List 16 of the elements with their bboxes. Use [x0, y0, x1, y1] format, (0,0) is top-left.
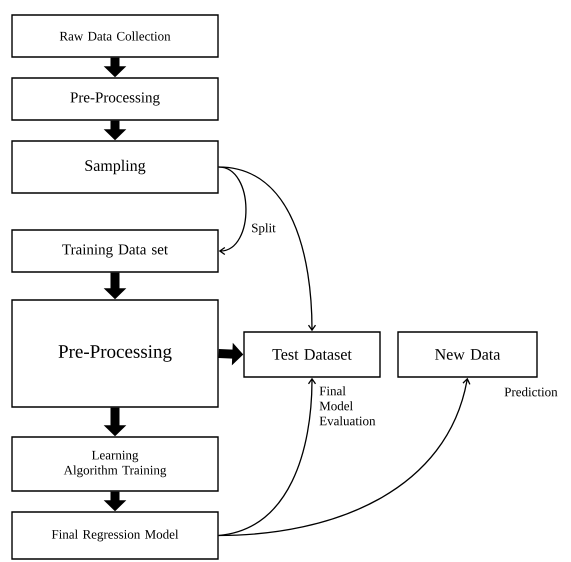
arrow	[218, 378, 316, 536]
process-box: Raw Data Collection	[11, 14, 219, 58]
edge-label: Final Model Evaluation	[320, 386, 376, 426]
edge-label: Split	[252, 223, 276, 235]
process-box: Training Data set	[11, 229, 219, 273]
process-box: Test Dataset	[243, 331, 381, 378]
process-box: Pre-Processing	[11, 77, 219, 121]
process-box: Sampling	[11, 140, 219, 194]
process-box: Learning Algorithm Training	[11, 436, 219, 492]
process-box: Pre-Processing	[11, 299, 219, 408]
process-box: New Data	[397, 331, 538, 378]
arrow	[218, 378, 470, 536]
process-box: Final Regression Model	[11, 511, 219, 560]
edge-label: Prediction	[504, 387, 558, 396]
arrow	[218, 166, 247, 256]
arrow	[218, 166, 316, 332]
